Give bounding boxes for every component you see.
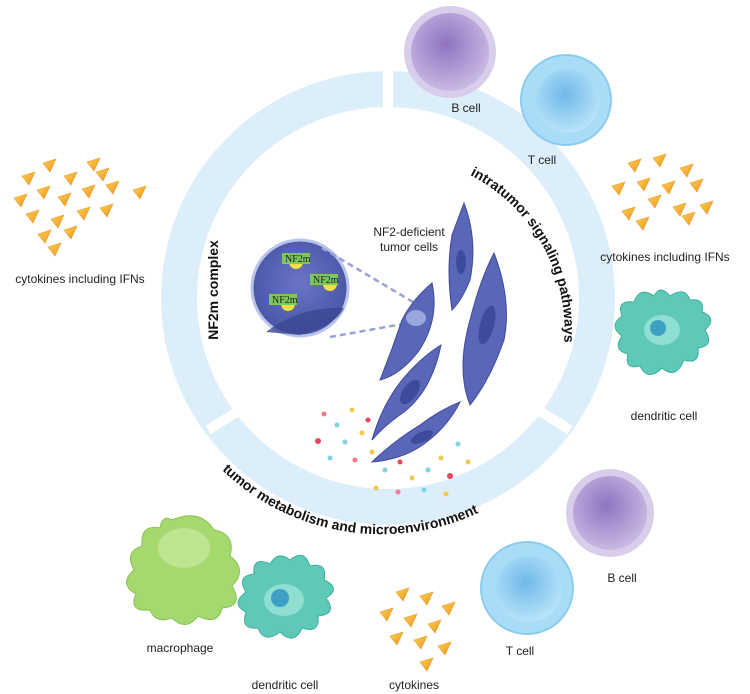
dendritic-bottom-core — [271, 589, 289, 607]
tumor-label-line1: NF2-deficient — [373, 225, 445, 239]
b-cell-bottom-nucleus — [573, 476, 647, 550]
tumor-cell-3 — [379, 282, 435, 381]
t-cell-top-nucleus — [536, 69, 600, 133]
nf2m-tag-1: NF2m — [285, 254, 311, 265]
dendritic-cell-right — [614, 289, 712, 375]
tumor-nucleus-5 — [410, 430, 434, 444]
nf2m-tag-3: NF2m — [272, 295, 298, 306]
dendritic-right-label: dendritic cell — [631, 409, 698, 423]
tumor-nucleus-1 — [456, 250, 466, 274]
nf2m-tag-bg-2 — [310, 274, 338, 285]
ring-band — [161, 71, 615, 525]
ring-label-left: NF2m complex — [205, 240, 221, 340]
cytokines-right-label: cytokines including IFNs — [600, 250, 729, 264]
b-cell-top-nucleus — [411, 13, 489, 91]
dendritic-bottom-label: dendritic cell — [252, 678, 319, 692]
tumor-cell-5 — [370, 401, 462, 463]
nf2m-tag-bg-1 — [282, 253, 310, 264]
macrophage-nucleus — [158, 528, 210, 568]
ring — [161, 70, 615, 525]
t-cell-top — [520, 54, 612, 146]
tumor-nucleus-4 — [400, 379, 420, 405]
magnified-nucleus — [266, 307, 344, 335]
ring-gap-left — [205, 405, 243, 435]
cytokines-bottom-label: cytokines — [389, 678, 439, 692]
cytokines-left-label: cytokines including IFNs — [15, 272, 144, 286]
b-cell-bottom-label: B cell — [607, 571, 636, 585]
nf2m-tag-bg-3 — [269, 294, 297, 305]
b-cell-bottom — [566, 469, 654, 557]
b-cell-top — [404, 6, 496, 98]
t-cell-bottom-label: T cell — [506, 644, 534, 658]
tumor-nucleus-3 — [406, 310, 426, 326]
macrophage-label: macrophage — [147, 641, 214, 655]
cytokines-right-cluster — [611, 153, 714, 231]
nf2m-tag-2: NF2m — [313, 275, 339, 286]
dendritic-right-core — [650, 320, 666, 336]
t-cell-top-label: T cell — [528, 153, 556, 167]
metabolite-dots — [315, 407, 471, 497]
tumor-nucleus-2 — [478, 305, 496, 345]
cytokines-left-cluster — [13, 157, 147, 257]
ring-gap-right — [535, 405, 573, 435]
magnified-cell: NF2m NF2m NF2m — [250, 238, 415, 339]
tumor-cells — [370, 201, 507, 463]
dendritic-cell-bottom — [237, 554, 334, 639]
t-cell-bottom-nucleus — [496, 556, 562, 622]
macrophage — [126, 515, 240, 625]
zoom-line-1 — [321, 246, 414, 304]
cytokines-bottom-cluster — [379, 587, 456, 672]
b-cell-top-label: B cell — [451, 101, 480, 115]
t-cell-bottom — [480, 541, 574, 635]
macrophage-body — [126, 515, 240, 625]
tumor-label-line2: tumor cells — [380, 240, 438, 254]
